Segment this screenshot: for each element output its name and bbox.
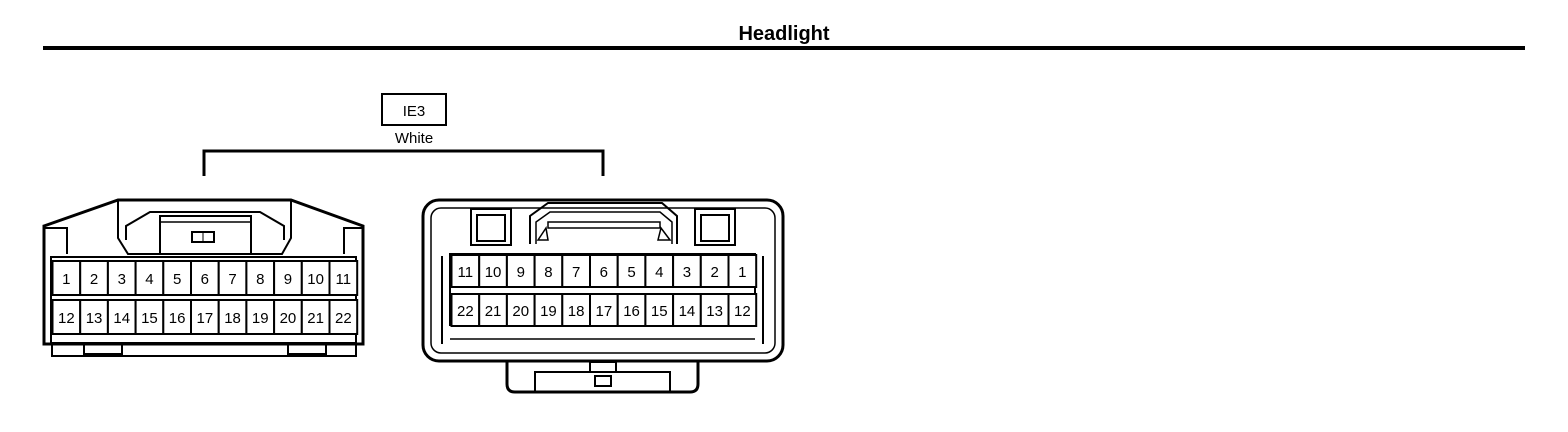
page-title: Headlight [738, 23, 830, 45]
left-pin-9-label: 9 [284, 271, 292, 288]
right-pin-21-label: 21 [485, 303, 502, 320]
left-pin-20-label: 20 [280, 310, 297, 327]
left-pin-cell [106, 299, 137, 335]
right-pin-9-label: 9 [517, 264, 525, 281]
right-pin-13-label: 13 [706, 303, 723, 320]
left-pin-10-label: 10 [307, 271, 324, 288]
left-pin-4-label: 4 [145, 271, 153, 288]
left-connector [42, 198, 365, 357]
right-connector-lock [529, 202, 678, 244]
left-pin-6-label: 6 [201, 271, 209, 288]
right-pin-cell [616, 254, 647, 288]
right-pin-12-label: 12 [734, 303, 751, 320]
right-pin-cell [505, 293, 536, 327]
left-pin-cell [328, 260, 359, 296]
right-pin-cell [561, 254, 591, 288]
left-pin-16-label: 16 [169, 310, 186, 327]
connector-id-box [381, 93, 447, 126]
connector-id: IE3 [403, 103, 426, 120]
left-pin-cell [79, 299, 109, 335]
left-pin-cell [328, 299, 359, 335]
left-pin-cell [51, 299, 82, 335]
connector-color: White [395, 130, 433, 147]
right-pin-4-label: 4 [655, 264, 663, 281]
right-pin-6-label: 6 [600, 264, 608, 281]
left-pin-15-label: 15 [141, 310, 158, 327]
left-pin-cell [245, 299, 276, 335]
left-pin-cell [273, 299, 303, 335]
right-pin-cell [561, 293, 591, 327]
right-pin-cell [616, 293, 647, 327]
right-pin-19-label: 19 [540, 303, 557, 320]
left-pin-14-label: 14 [113, 310, 130, 327]
right-pin-20-label: 20 [512, 303, 529, 320]
right-pin-8-label: 8 [544, 264, 552, 281]
right-pin-1-label: 1 [738, 264, 746, 281]
connector-label: IE3 White [381, 93, 447, 147]
left-pin-2-label: 2 [90, 271, 98, 288]
left-pin-7-label: 7 [228, 271, 236, 288]
right-pin-15-label: 15 [651, 303, 668, 320]
left-pin-11-label: 11 [336, 271, 352, 288]
left-pin-5-label: 5 [173, 271, 181, 288]
left-pin-21-label: 21 [307, 310, 324, 327]
title-rule [43, 46, 1525, 50]
right-pin-16-label: 16 [623, 303, 640, 320]
left-pin-3-label: 3 [118, 271, 126, 288]
left-pin-8-label: 8 [256, 271, 264, 288]
left-pin-cell [300, 299, 331, 335]
right-pin-18-label: 18 [568, 303, 585, 320]
left-pin-cell [190, 299, 220, 335]
right-pin-22-label: 22 [457, 303, 474, 320]
right-pin-5-label: 5 [627, 264, 635, 281]
left-pin-19-label: 19 [252, 310, 269, 327]
right-pin-3-label: 3 [683, 264, 691, 281]
right-pin-cell [533, 254, 564, 288]
left-pin-cell [273, 260, 303, 296]
right-pin-cell [450, 254, 481, 288]
left-connector-lock [117, 200, 292, 255]
view-bracket [202, 149, 605, 176]
left-pin-22-label: 22 [335, 310, 352, 327]
left-pin-13-label: 13 [86, 310, 103, 327]
left-pin-12-label: 12 [58, 310, 75, 327]
right-pin-10-label: 10 [485, 264, 502, 281]
left-pin-17-label: 17 [197, 310, 214, 327]
right-pin-17-label: 17 [596, 303, 613, 320]
right-pin-cell [727, 293, 758, 327]
right-pin-2-label: 2 [710, 264, 718, 281]
right-pin-cell [727, 254, 758, 288]
right-pin-14-label: 14 [679, 303, 696, 320]
left-pin-1-label: 1 [62, 271, 70, 288]
left-pin-cell [217, 260, 248, 296]
left-pin-18-label: 18 [224, 310, 241, 327]
right-pin-7-label: 7 [572, 264, 580, 281]
right-pin-11-label: 11 [458, 264, 474, 281]
